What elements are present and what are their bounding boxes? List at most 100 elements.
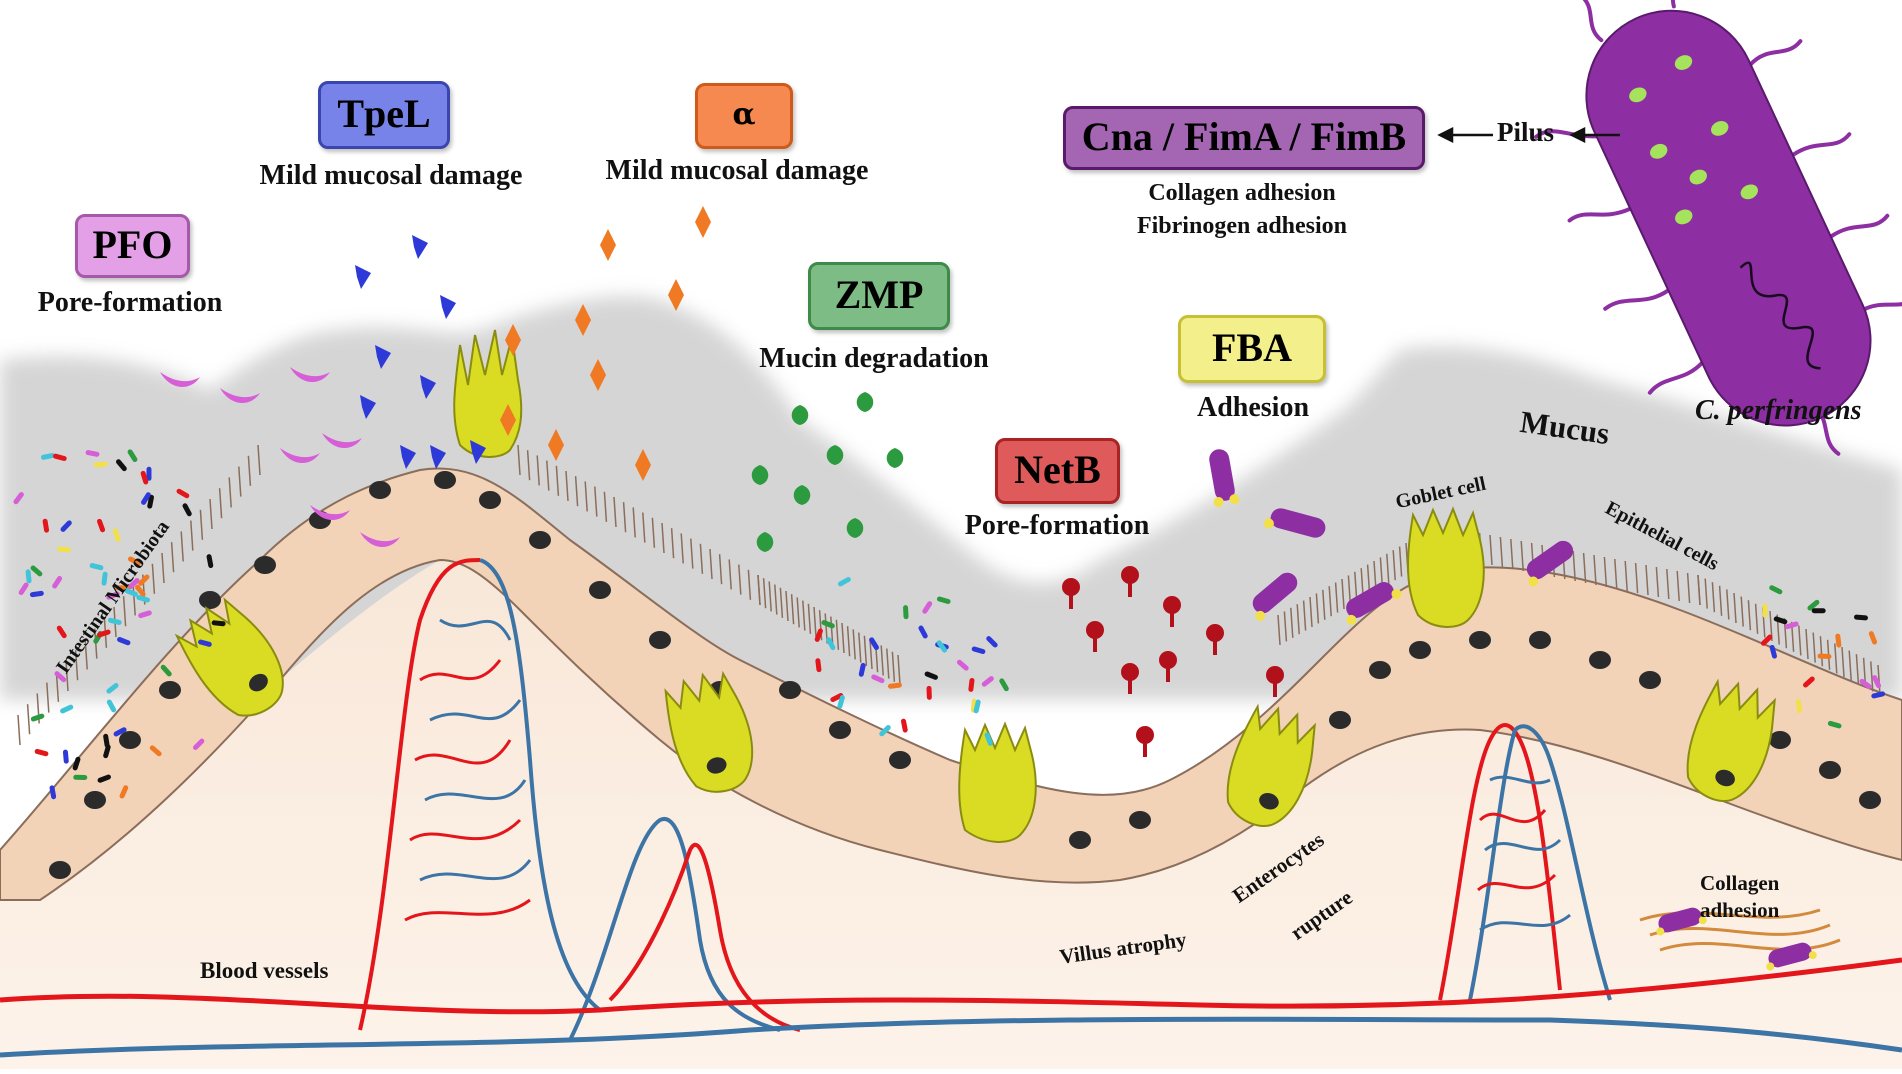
toxin-molecules [160,206,1284,757]
microbiota-rod [936,596,951,604]
netb-molecule [1121,566,1139,584]
microvillus [1302,600,1307,631]
microbiota-rod [1871,691,1886,699]
cell-nucleus [649,631,671,649]
microbiota-rod [97,629,111,638]
cna-fima-fimb-label: Cna / FimA / FimB [1081,114,1407,159]
blood-vessels-label: Blood vessels [200,958,329,983]
microvillus [1398,546,1403,577]
zmp-molecule [826,445,844,473]
cell-nucleus [1529,631,1551,649]
goblet-cell [1407,506,1485,628]
microbiota-rod [1807,599,1820,611]
microvillus [785,590,789,622]
alpha-molecule [590,359,606,391]
microbiota-rod [25,569,32,584]
microvillus [1603,556,1608,588]
microbiota-rod [54,671,67,683]
microbiota-rod [871,674,885,684]
microvillus [1754,603,1759,634]
zmp-molecule [856,392,874,420]
microbiota-rod [57,546,72,553]
microbiota-rod [1769,585,1783,595]
microvillus [1593,554,1597,586]
microbiota-rod [869,637,879,651]
microvillus [180,531,184,562]
microbiota-rod [60,704,74,714]
microvillus [1309,596,1313,628]
microbiota-rod [13,492,24,505]
microvillus [709,548,713,580]
alpha-molecule [548,429,564,461]
microvillus [1676,570,1680,602]
microbiota-rod [136,594,151,603]
microbiota-rod [42,518,50,533]
microvillus [846,626,851,657]
pfo-molecule [310,505,350,521]
microvillus [151,563,156,594]
cell-nucleus [1639,671,1661,689]
microbiota-rod [141,492,151,505]
microbiota-rod [52,575,63,589]
microvillus [257,444,261,476]
tpel-molecule [420,375,436,399]
cell-nucleus [1769,731,1791,749]
microbiota-rod [93,461,108,468]
microbiota-rod [73,774,88,780]
microbiota-rod [96,518,106,533]
goblet-cell [1226,703,1316,827]
microbiota-rod [18,582,29,596]
microbiota-rod [1803,676,1815,688]
microbiota-rod [113,727,127,737]
microbiota-rod [1760,634,1773,646]
alpha-molecule [500,404,516,436]
alpha-box: α [695,83,793,149]
microvillus [1666,568,1670,600]
microbiota-rod [107,617,122,625]
microbiota-rod [149,745,162,757]
alpha-effect: Mild mucosal damage [605,155,869,186]
microbiota-rod [34,748,49,757]
cell-nucleus [1129,811,1151,829]
microvillus [886,648,890,679]
microbiota-rod [1795,699,1803,714]
microvillus [651,517,656,548]
microbiota-rod [119,785,129,799]
cell-nucleus [1589,651,1611,669]
goblet-cell [1686,678,1776,802]
microbiota-rod [62,749,69,764]
microvillus [1510,538,1514,570]
microbiota-rod [936,640,948,653]
microvillus [1334,582,1339,613]
fba-effect: Adhesion [1196,392,1310,423]
microvillus [802,600,806,631]
microvillus [779,587,784,618]
microbiota-rod [1827,720,1842,729]
zmp-effect: Mucin degradation [759,343,989,374]
microbiota-rod [127,556,141,566]
microvillus [1341,578,1345,610]
alpha-molecule [635,449,651,481]
fba-label: FBA [1212,325,1292,370]
zmp-molecule [791,405,809,433]
microvillus [613,496,617,528]
cell-nucleus [1469,631,1491,649]
microbiota-rod [140,470,149,485]
pfo-molecule [160,372,200,388]
microvillus [565,470,569,502]
microvillus [661,522,665,554]
microvillus [122,596,127,627]
microbiota-rod [56,625,67,639]
tpel-effect: Mild mucosal damage [259,160,523,191]
microvillus [762,578,767,609]
microvillus [670,528,675,559]
microvillus [768,581,772,612]
microvillus [526,450,531,481]
microvillus [1582,552,1587,584]
cell-nucleus [369,481,391,499]
alpha-molecule [668,279,684,311]
pfo-molecule [280,448,320,464]
adhesion-label: adhesion [1700,898,1780,922]
collagen-label: Collagen [1700,871,1780,895]
